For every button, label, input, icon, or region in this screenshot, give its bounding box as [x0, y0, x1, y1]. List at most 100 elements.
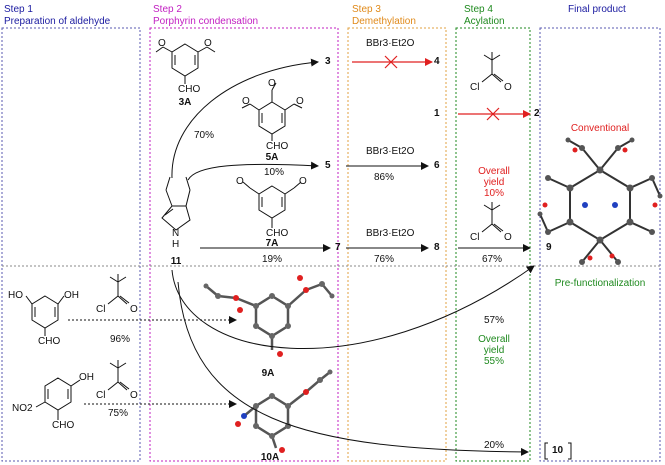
- cl-s1a: Cl: [96, 304, 106, 315]
- cho-nitro: CHO: [52, 420, 75, 431]
- yield-96: 96%: [110, 334, 131, 345]
- step3-label: Step 3: [352, 4, 381, 15]
- oh-label-2: OH: [79, 372, 94, 383]
- o-3A-left: O: [158, 38, 166, 49]
- conventional-note: Conventional: [570, 123, 630, 134]
- n-11: N: [172, 228, 180, 239]
- step1-label: Step 1: [4, 4, 33, 15]
- yield-19: 19%: [262, 254, 283, 265]
- yield-57: 57%: [484, 315, 505, 326]
- cho-5A: CHO: [266, 141, 289, 152]
- label-6: 6: [434, 160, 440, 171]
- reagent-bbr3-3: BBr3·Et2O: [366, 228, 415, 239]
- arrow-11-to-5: [187, 161, 319, 181]
- overall-red-1: Overall: [478, 166, 510, 177]
- o-s1a: O: [130, 304, 138, 315]
- o-5A-right: O: [296, 96, 304, 107]
- step1-sub: Preparation of aldehyde: [4, 16, 111, 27]
- label-7: 7: [335, 242, 341, 253]
- o-7A-right: O: [299, 176, 307, 187]
- label-5A: 5A: [265, 152, 279, 163]
- label-4: 4: [434, 56, 440, 67]
- o-5A-left: O: [242, 96, 250, 107]
- cl-mid: Cl: [470, 232, 480, 243]
- step4-title: Step 4 Acylation: [464, 4, 505, 28]
- label-11: 11: [170, 256, 182, 267]
- step2-title: Step 2 Porphyrin condensation: [153, 4, 258, 28]
- label-8: 8: [434, 242, 440, 253]
- o-mid: O: [504, 232, 512, 243]
- structure-7A: [242, 181, 302, 228]
- pivaloyl-chloride-mid: [481, 202, 504, 233]
- bracket-10: [544, 442, 572, 460]
- porphyrin-structure: [537, 137, 663, 265]
- o-5A-top: O: [268, 78, 276, 89]
- step4-label: Step 4: [464, 4, 493, 15]
- arrow-11-to-3: [171, 58, 319, 179]
- cho-3A: CHO: [178, 84, 201, 95]
- o-7A-left: O: [236, 176, 244, 187]
- final-label: Final product: [568, 4, 626, 15]
- step1-title: Step 1 Preparation of aldehyde: [4, 4, 110, 28]
- pivaloyl-chloride-s1a: [107, 274, 130, 305]
- overall-green-3: 55%: [483, 356, 505, 367]
- structure-5A: [241, 82, 303, 141]
- reagent-bbr3-1: BBr3·Et2O: [366, 38, 415, 49]
- label-9: 9: [546, 242, 552, 253]
- yield-70: 70%: [194, 130, 215, 141]
- structure-nitro-benzaldehyde: [35, 377, 81, 420]
- yield-86: 86%: [374, 172, 395, 183]
- step2-sub: Porphyrin condensation: [153, 16, 259, 27]
- yield-10: 10%: [264, 167, 285, 178]
- yield-67: 67%: [482, 254, 503, 265]
- final-title: Final product: [568, 4, 626, 16]
- label-7A: 7A: [265, 238, 279, 249]
- overall-green-2: yield: [483, 345, 505, 356]
- step1-frame: [1, 27, 141, 462]
- yield-20: 20%: [484, 440, 505, 451]
- label-1: 1: [434, 108, 440, 119]
- reagent-bbr3-2: BBr3·Et2O: [366, 146, 415, 157]
- label-10: 10: [552, 445, 564, 456]
- structure-11: [161, 176, 191, 231]
- o-top: O: [504, 82, 512, 93]
- prefunc-note: Pre-functionalization: [554, 278, 646, 289]
- pivaloyl-chloride-top: [481, 52, 504, 83]
- crystal-structure-9A: [203, 275, 335, 357]
- yield-75: 75%: [108, 408, 129, 419]
- cl-top: Cl: [470, 82, 480, 93]
- label-10A: 10A: [260, 452, 280, 463]
- cho-7A: CHO: [266, 228, 289, 239]
- overall-red-2: yield: [483, 177, 505, 188]
- overall-green-1: Overall: [478, 334, 510, 345]
- arrow-11-to-9: [171, 265, 535, 350]
- oh-label-1: OH: [64, 290, 79, 301]
- label-3A: 3A: [178, 97, 192, 108]
- h-11: H: [172, 239, 180, 250]
- final-frame: [539, 27, 661, 462]
- arrow-11-to-10: [177, 281, 529, 456]
- step3-sub: Demethylation: [352, 16, 416, 27]
- step3-title: Step 3 Demethylation: [352, 4, 416, 28]
- cl-s1b: Cl: [96, 390, 106, 401]
- label-5: 5: [325, 160, 331, 171]
- o-s1b: O: [130, 390, 138, 401]
- no2-label: NO2: [12, 403, 33, 414]
- ho-label: HO: [8, 290, 23, 301]
- structure-3A: [155, 43, 216, 84]
- label-2: 2: [534, 108, 540, 119]
- step2-label: Step 2: [153, 4, 182, 15]
- step3-frame: [347, 27, 447, 462]
- step2-frame: [149, 27, 339, 462]
- cho-dihydroxy: CHO: [38, 336, 61, 347]
- label-9A: 9A: [261, 368, 275, 379]
- structure-dihydroxybenzaldehyde: [25, 295, 65, 336]
- step4-frame: [455, 27, 531, 462]
- overall-red-3: 10%: [483, 188, 505, 199]
- step4-sub: Acylation: [464, 16, 505, 27]
- yield-76: 76%: [374, 254, 395, 265]
- pivaloyl-chloride-s1b: [107, 360, 130, 391]
- o-3A-right: O: [204, 38, 212, 49]
- crystal-structure-10A: [235, 369, 333, 453]
